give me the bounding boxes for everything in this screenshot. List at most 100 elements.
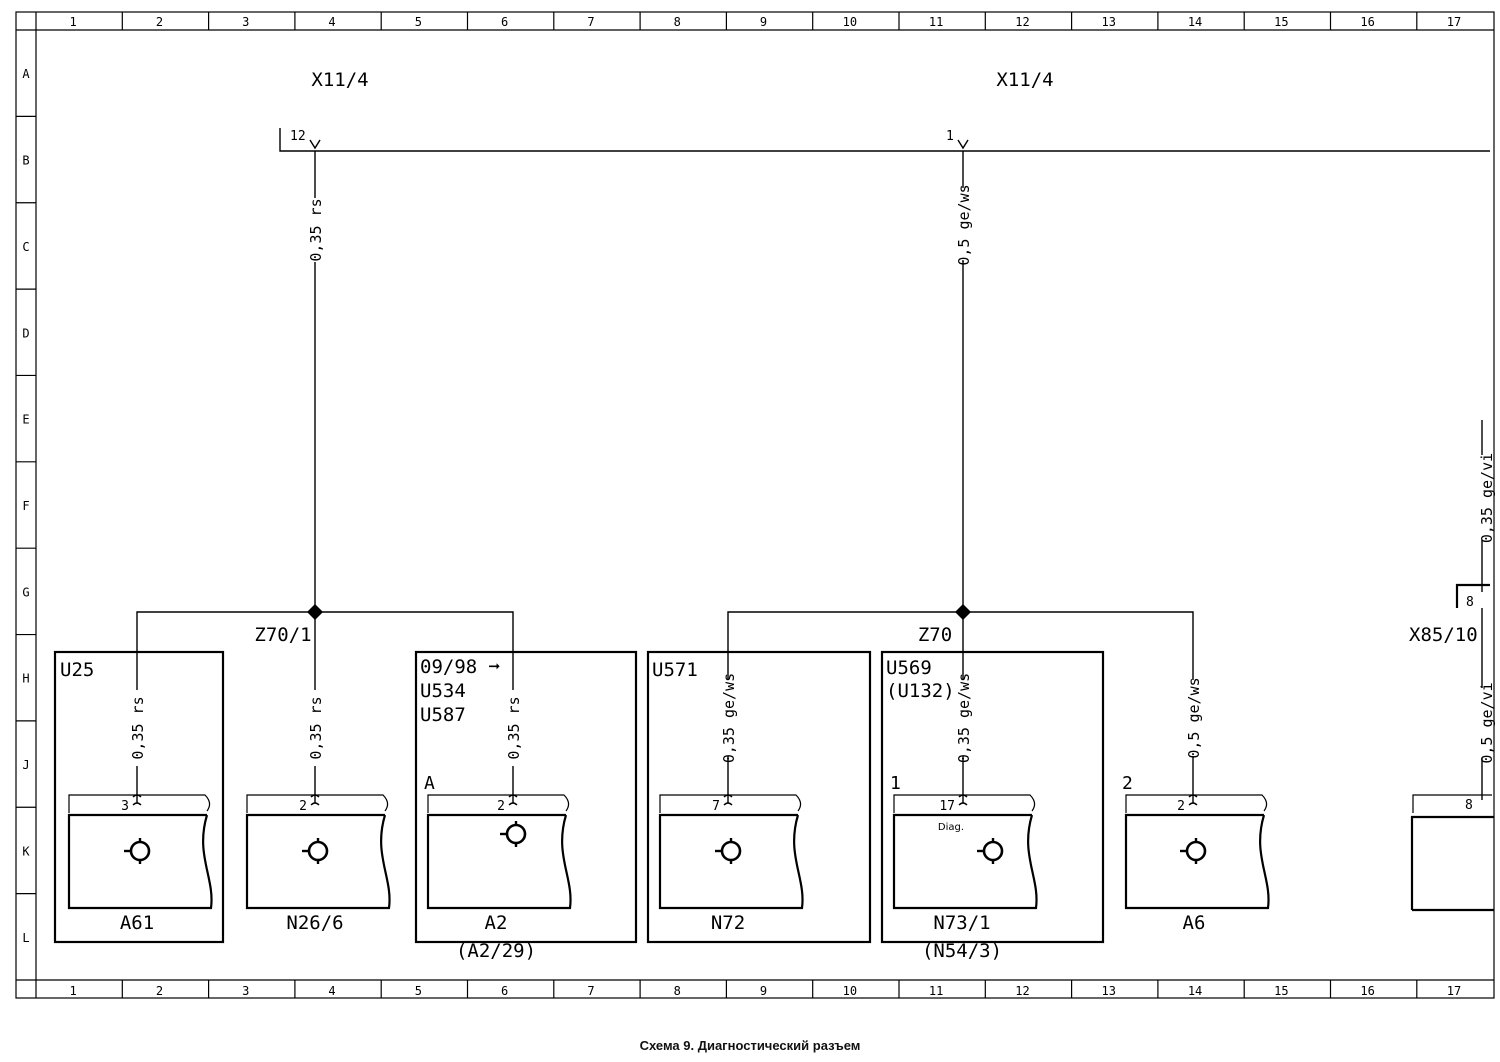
- column-label-top: 10: [843, 15, 857, 29]
- column-label-bottom: 9: [760, 984, 767, 998]
- diagnostic-symbol-icon: [307, 840, 329, 862]
- connector-extra-label: 1: [890, 773, 901, 794]
- splice-z70-label: Z70: [918, 624, 952, 646]
- column-label-top: 15: [1274, 15, 1288, 29]
- branch-wire-label: 0,35 rs: [505, 696, 523, 759]
- component-body: [67, 813, 213, 910]
- column-label-bottom: 5: [415, 984, 422, 998]
- pin-contact-symbol: [958, 794, 968, 806]
- grid-reference-labels: 1122334455667788991010111112121313141415…: [16, 12, 1461, 998]
- connector-x85-10-label: X85/10: [1409, 624, 1478, 646]
- component-label: N72: [711, 912, 745, 934]
- partial-connector-strip: [1412, 794, 1492, 813]
- column-label-bottom: 7: [587, 984, 594, 998]
- group-box-u25: [53, 650, 225, 944]
- diagnostic-symbol-icon: [720, 840, 742, 862]
- x85-wire-bottom-label: 0,5 ge/vi: [1478, 682, 1496, 763]
- column-label-top: 11: [929, 15, 943, 29]
- column-label-top: 4: [328, 15, 335, 29]
- diag-note: Diag.: [938, 822, 964, 833]
- connector-pin-number: 2: [497, 799, 505, 814]
- column-label-bottom: 11: [929, 984, 943, 998]
- group-label-u25: U25: [60, 659, 94, 681]
- diagnostic-symbol-icon: [982, 840, 1004, 862]
- branch-wire-label: 0,5 ge/ws: [1185, 677, 1203, 758]
- row-label: A: [22, 67, 30, 81]
- column-label-top: 5: [415, 15, 422, 29]
- column-label-bottom: 15: [1274, 984, 1288, 998]
- row-label: E: [22, 413, 29, 427]
- pin-contact-symbol: [132, 794, 142, 806]
- pin-contact-symbol: [723, 794, 733, 806]
- column-label-top: 2: [156, 15, 163, 29]
- group-box-u569: [880, 650, 1105, 944]
- splice-right-bus: [727, 611, 1194, 680]
- connector-strip: [427, 794, 570, 813]
- diagnostic-symbol-icon: [129, 840, 151, 862]
- component-body: [426, 813, 572, 910]
- splice-z70-1-label: Z70/1: [254, 624, 311, 646]
- column-label-top: 7: [587, 15, 594, 29]
- component-body: [658, 813, 804, 910]
- connector-strip: [893, 794, 1036, 813]
- component-sublabel: (N54/3): [922, 940, 1002, 962]
- connector-pin-number: 3: [121, 799, 129, 814]
- connector-strip: [68, 794, 211, 813]
- diagram-caption: Схема 9. Диагностический разъем: [639, 1038, 861, 1053]
- row-label: C: [22, 240, 29, 254]
- connector-pin-number: 2: [299, 799, 307, 814]
- main-wire-right-label: 0,5 ge/ws: [955, 184, 973, 265]
- connector-x85-10-housing: [1455, 583, 1490, 608]
- row-label: K: [22, 844, 30, 858]
- row-label: F: [22, 499, 29, 513]
- group-box-u534: [414, 650, 638, 944]
- column-label-top: 8: [674, 15, 681, 29]
- pin-symbol-left: [309, 139, 321, 150]
- diagnostic-symbol-icon: [1185, 840, 1207, 862]
- group-label-u587: U587: [420, 704, 466, 726]
- column-label-bottom: 2: [156, 984, 163, 998]
- row-label: J: [22, 758, 29, 772]
- column-label-top: 14: [1188, 15, 1202, 29]
- column-label-bottom: 10: [843, 984, 857, 998]
- partial-component-body: [1410, 815, 1494, 910]
- column-label-bottom: 4: [328, 984, 335, 998]
- connector-x11-4-left-label: X11/4: [311, 69, 368, 91]
- branch-wire-label: 0,35 rs: [129, 696, 147, 759]
- outer-border: [15, 11, 1495, 999]
- column-label-top: 12: [1015, 15, 1029, 29]
- column-label-top: 16: [1360, 15, 1374, 29]
- pin-contact-symbol: [1188, 794, 1198, 806]
- column-label-bottom: 8: [674, 984, 681, 998]
- row-label: B: [22, 154, 29, 168]
- x85-wire-top-label: 0,35 ge/vi: [1478, 453, 1496, 543]
- branch-wire-label: 0,35 ge/ws: [720, 673, 738, 763]
- pin-contact-symbol: [508, 794, 518, 806]
- group-label-u132: (U132): [886, 680, 955, 702]
- pin-symbol-right: [957, 139, 969, 150]
- component-label: A2: [485, 912, 508, 934]
- connector-extra-label: 2: [1122, 773, 1133, 794]
- column-label-top: 17: [1447, 15, 1461, 29]
- component-label: N26/6: [286, 912, 343, 934]
- component-body: [892, 813, 1038, 910]
- column-label-bottom: 6: [501, 984, 508, 998]
- column-label-bottom: 13: [1102, 984, 1116, 998]
- connector-strip: [1125, 794, 1268, 813]
- branch-wire-label: 0,35 rs: [307, 696, 325, 759]
- column-label-bottom: 17: [1447, 984, 1461, 998]
- connector-strip: [659, 794, 802, 813]
- main-wire-left-label: 0,35 rs: [307, 198, 325, 261]
- partial-component-pin: 8: [1465, 798, 1473, 813]
- pin-contact-symbol: [310, 794, 320, 806]
- connector-extra-label: A: [424, 773, 435, 794]
- group-label-u569: U569: [886, 657, 932, 679]
- inner-border: [16, 29, 1494, 981]
- component-body: [245, 813, 391, 910]
- component-body: [1124, 813, 1270, 910]
- column-label-top: 6: [501, 15, 508, 29]
